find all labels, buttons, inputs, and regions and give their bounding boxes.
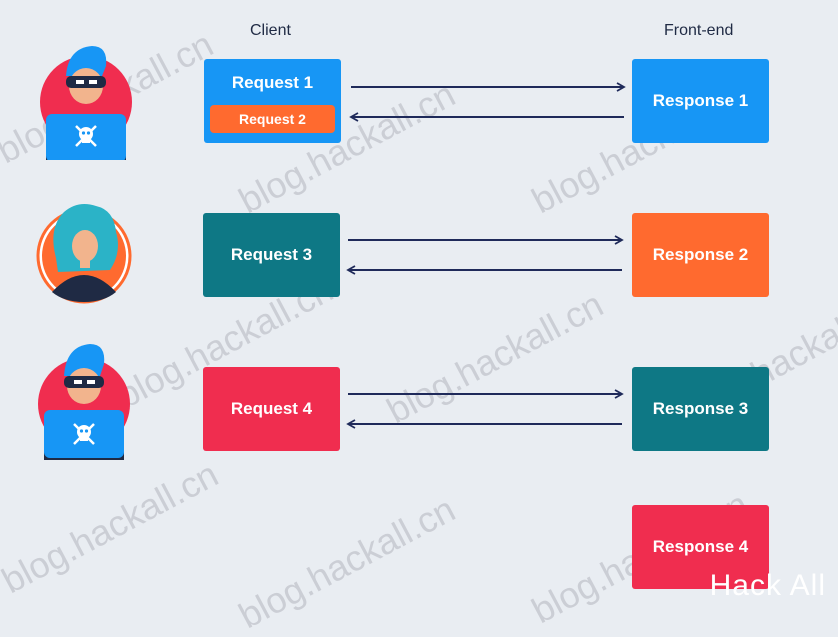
skull-icon bbox=[73, 423, 95, 445]
request-2-label: Request 2 bbox=[239, 111, 306, 127]
request-3-label: Request 3 bbox=[230, 245, 313, 264]
request-4-box: Request 4 bbox=[203, 367, 340, 451]
victim-avatar bbox=[36, 204, 132, 304]
response-4-box: Response 4 bbox=[632, 505, 769, 589]
brand-watermark: Hack All bbox=[709, 569, 826, 602]
response-3-box: Response 3 bbox=[632, 367, 769, 451]
arrows-layer bbox=[346, 82, 626, 429]
response-1-label: Response 1 bbox=[652, 91, 749, 110]
attacker-avatar bbox=[38, 344, 130, 460]
response-2-box: Response 2 bbox=[632, 213, 769, 297]
column-header-frontend: Front-end bbox=[664, 22, 734, 39]
request-3-box: Request 3 bbox=[203, 213, 340, 297]
response-3-label: Response 3 bbox=[652, 399, 749, 418]
response-1-box: Response 1 bbox=[632, 59, 769, 143]
response-2-label: Response 2 bbox=[652, 245, 749, 264]
request-2-box: Request 2 bbox=[210, 105, 335, 133]
skull-icon bbox=[75, 125, 97, 147]
response-4-label: Response 4 bbox=[652, 537, 749, 556]
attacker-avatar bbox=[40, 46, 132, 160]
request-1-label: Request 1 bbox=[231, 73, 314, 92]
column-header-client: Client bbox=[250, 22, 291, 39]
request-4-label: Request 4 bbox=[230, 399, 313, 418]
